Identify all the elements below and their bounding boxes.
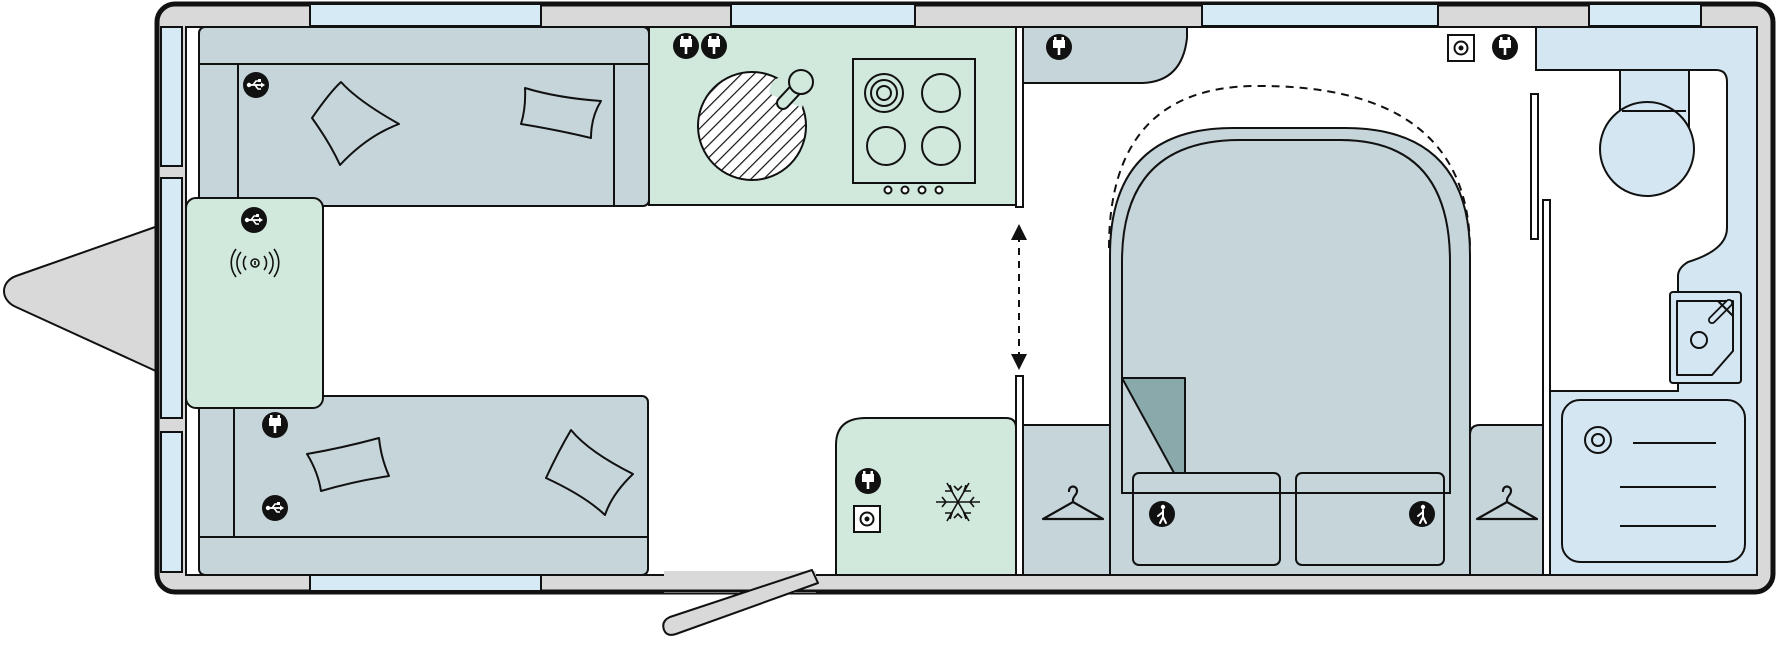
cushion xyxy=(520,87,602,139)
reading-light-icon xyxy=(1408,500,1436,528)
window xyxy=(309,3,542,27)
mains-socket-icon xyxy=(673,33,699,59)
bedroom-cupboard-top xyxy=(1022,26,1188,84)
front-chest-unit xyxy=(185,197,324,409)
bedside-drawer xyxy=(1295,472,1445,566)
fridge-snowflake-icon xyxy=(936,482,980,522)
tv-aerial-socket-icon xyxy=(1447,34,1475,62)
sink-icon xyxy=(697,69,814,181)
mains-socket-icon xyxy=(1046,34,1072,60)
washroom-door xyxy=(1530,93,1539,240)
hob-icon xyxy=(852,58,976,195)
window xyxy=(160,26,183,167)
mains-socket-icon xyxy=(1492,34,1518,60)
mains-socket-icon xyxy=(701,33,727,59)
front-sofa-top xyxy=(198,26,650,207)
front-sofa-bottom xyxy=(198,395,649,576)
wardrobe-right xyxy=(1469,424,1544,576)
window xyxy=(730,3,916,27)
partition-wall xyxy=(1015,26,1024,208)
washroom-wall xyxy=(1542,199,1551,576)
windows xyxy=(160,3,1702,592)
mains-socket-icon xyxy=(262,412,288,438)
a-frame-icon xyxy=(3,225,159,373)
fridge-unit xyxy=(835,417,1017,576)
bed-fold xyxy=(1121,377,1186,494)
reading-light-icon xyxy=(1148,500,1176,528)
window xyxy=(1201,3,1439,27)
entrance-door-icon xyxy=(662,569,819,636)
mains-socket-icon xyxy=(855,468,881,494)
cushion xyxy=(311,81,400,166)
usb-socket-icon xyxy=(242,71,270,99)
usb-socket-icon xyxy=(261,494,289,522)
shower-tray-icon xyxy=(1561,399,1746,563)
washroom xyxy=(1535,26,1758,576)
folding-door-arrow-icon xyxy=(1011,224,1027,370)
window xyxy=(160,177,183,419)
bedside-drawer xyxy=(1132,472,1281,566)
washbasin-icon xyxy=(1669,291,1742,384)
kitchen-counter xyxy=(648,26,1017,206)
cushion xyxy=(545,429,634,516)
window xyxy=(160,431,183,573)
island-bed xyxy=(1108,84,1471,576)
window xyxy=(1588,3,1702,27)
window xyxy=(309,574,542,592)
toilet-icon xyxy=(1599,69,1695,197)
wardrobe-left xyxy=(1022,424,1111,576)
usb-socket-icon xyxy=(240,206,268,234)
wireless-charging-icon xyxy=(230,248,280,278)
tv-aerial-socket-icon xyxy=(853,505,881,533)
cushion xyxy=(306,437,390,492)
partition-wall xyxy=(1015,375,1024,576)
